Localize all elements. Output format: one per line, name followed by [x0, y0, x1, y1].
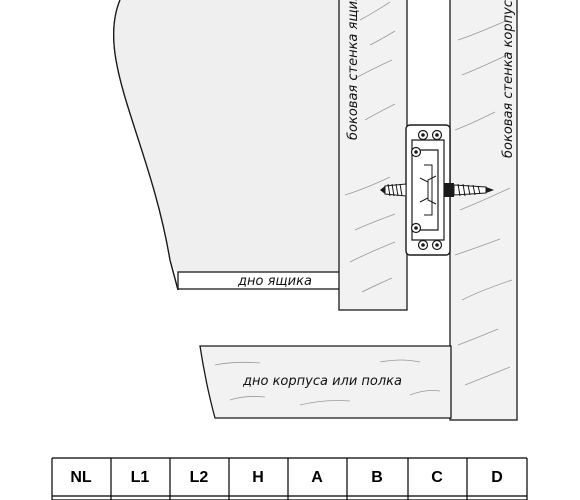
table-header-d: D [491, 469, 503, 486]
table-header-b: B [371, 469, 383, 486]
screw-right [444, 183, 494, 197]
table-header-c: C [431, 469, 443, 486]
cabinet-side-label: боковая стенка корпуса [501, 0, 516, 158]
slide-rail-assembly [405, 124, 451, 256]
drawer-body-fill [113, 0, 339, 272]
dimensions-table: NL L1 L2 H A B C D [51, 457, 528, 500]
cabinet-bottom-label: дно корпуса или полка [242, 374, 402, 389]
drawer-side-wall [338, 0, 408, 311]
table-header-a: A [311, 469, 323, 486]
drawer-bottom-label: дно ящика [237, 274, 312, 289]
drawer-side-label: боковая стенка ящика [346, 0, 361, 140]
table-header-h: H [252, 469, 264, 486]
cabinet-bottom-grain [214, 359, 441, 406]
cabinet-side-wall [449, 0, 518, 421]
cabinet-side-grain [454, 19, 513, 386]
cabinet-bottom-board [199, 345, 452, 419]
table-header-l2: L2 [190, 469, 209, 486]
drawer-side-grain [344, 1, 396, 293]
screw-left [380, 183, 407, 197]
table-header-nl: NL [70, 469, 92, 486]
table-header-l1: L1 [131, 469, 150, 486]
